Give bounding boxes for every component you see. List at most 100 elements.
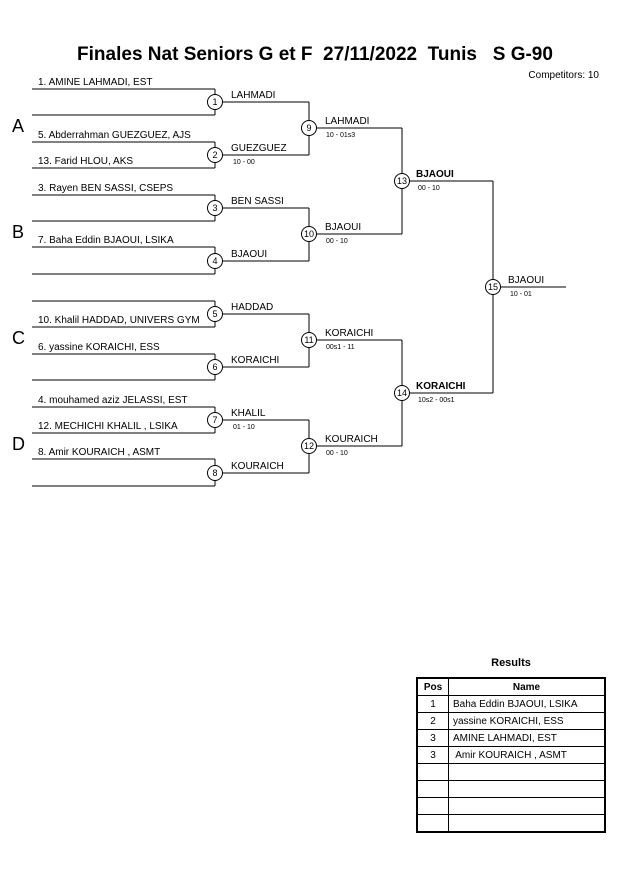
match-score: 10 - 01 (510, 291, 532, 298)
match-winner: LAHMADI (231, 90, 275, 101)
table-row (416, 814, 606, 833)
result-name: Baha Eddin BJAOUI, LSIKA (448, 695, 606, 713)
pool-label-c: C (12, 328, 25, 348)
result-name (448, 814, 606, 833)
svg-text:6: 6 (212, 362, 217, 372)
result-pos: 2 (416, 712, 449, 730)
svg-text:1: 1 (212, 97, 217, 107)
match-winner: BJAOUI (325, 222, 361, 233)
match-number-badge: 2 (207, 147, 223, 163)
match-score: 00s1 - 11 (326, 344, 355, 351)
match-number-badge: 13 (394, 173, 410, 189)
svg-text:4: 4 (212, 256, 217, 266)
entry-name: 1. AMINE LAHMADI, EST (38, 77, 152, 88)
results-col-pos: Pos (416, 677, 449, 696)
svg-text:10: 10 (304, 229, 314, 239)
result-name: yassine KORAICHI, ESS (448, 712, 606, 730)
match-winner: BJAOUI (508, 275, 544, 286)
entry-name: 4. mouhamed aziz JELASSI, EST (38, 395, 188, 406)
match-score: 10s2 - 00s1 (418, 397, 455, 404)
match-winner: HADDAD (231, 302, 273, 313)
match-number-badge: 10 (301, 226, 317, 242)
entry-name: 13. Farid HLOU, AKS (38, 156, 133, 167)
match-winner: BEN SASSI (231, 196, 284, 207)
entry-name: 7. Baha Eddin BJAOUI, LSIKA (38, 235, 174, 246)
svg-text:15: 15 (488, 282, 498, 292)
svg-text:8: 8 (212, 468, 217, 478)
match-number-badge: 14 (394, 385, 410, 401)
svg-text:11: 11 (304, 335, 313, 345)
svg-text:12: 12 (304, 441, 314, 451)
entry-name: 5. Abderrahman GUEZGUEZ, AJS (38, 130, 191, 141)
entry-name: 3. Rayen BEN SASSI, CSEPS (38, 183, 173, 194)
match-score: 00 - 10 (326, 450, 348, 457)
match-number-badge: 1 (207, 94, 223, 110)
match-number-badge: 15 (485, 279, 501, 295)
svg-text:9: 9 (306, 123, 311, 133)
result-name (448, 780, 606, 798)
match-score: 00 - 10 (418, 185, 440, 192)
pool-label-d: D (12, 434, 25, 454)
result-name: Amir KOURAICH , ASMT (448, 746, 606, 764)
entry-name: 6. yassine KORAICHI, ESS (38, 342, 160, 353)
match-number-badge: 11 (301, 332, 317, 348)
match-winner: KORAICHI (416, 381, 466, 392)
entry-name: 8. Amir KOURAICH , ASMT (38, 447, 160, 458)
match-number-badge: 8 (207, 465, 223, 481)
entry-name: 10. Khalil HADDAD, UNIVERS GYM (38, 315, 200, 326)
result-name (448, 763, 606, 781)
result-name: AMINE LAHMADI, EST (448, 729, 606, 747)
result-name (448, 797, 606, 815)
competitors-count: Competitors: 10 (528, 70, 599, 81)
match-winner: BJAOUI (231, 249, 267, 260)
match-number-badge: 9 (301, 120, 317, 136)
match-score: 10 - 01s3 (326, 132, 355, 139)
match-number-badge: 6 (207, 359, 223, 375)
match-number-badge: 12 (301, 438, 317, 454)
result-pos: 1 (416, 695, 449, 713)
table-row (416, 780, 606, 798)
pool-label-b: B (12, 222, 25, 242)
match-score: 10 - 00 (233, 159, 255, 166)
results-col-name: Name (448, 677, 606, 696)
svg-text:5: 5 (212, 309, 217, 319)
match-winner: KORAICHI (325, 328, 373, 339)
match-winner: KHALIL (231, 408, 266, 419)
table-row (416, 763, 606, 781)
svg-text:13: 13 (397, 176, 407, 186)
svg-text:14: 14 (397, 388, 407, 398)
result-pos (416, 814, 449, 833)
match-score: 00 - 10 (326, 238, 348, 245)
results-title: Results (491, 657, 531, 669)
match-winner: KORAICHI (231, 355, 279, 366)
table-row (416, 797, 606, 815)
match-winner: KOURAICH (325, 434, 378, 445)
match-number-badge: 5 (207, 306, 223, 322)
result-pos: 3 (416, 746, 449, 764)
result-pos (416, 780, 449, 798)
match-number-badge: 3 (207, 200, 223, 216)
match-score: 01 - 10 (233, 424, 255, 431)
match-winner: BJAOUI (416, 169, 454, 180)
result-pos (416, 763, 449, 781)
svg-text:7: 7 (212, 415, 217, 425)
svg-text:3: 3 (212, 203, 217, 213)
table-row: 3 Amir KOURAICH , ASMT (416, 746, 606, 764)
svg-text:2: 2 (212, 150, 217, 160)
match-winner: GUEZGUEZ (231, 143, 287, 154)
match-number-badge: 4 (207, 253, 223, 269)
match-winner: LAHMADI (325, 116, 369, 127)
entry-name: 12. MECHICHI KHALIL , LSIKA (38, 421, 178, 432)
results-header-row: Pos Name (416, 677, 606, 696)
pool-label-a: A (12, 116, 25, 136)
page-title: Finales Nat Seniors G et F 27/11/2022 Tu… (77, 44, 553, 65)
match-winner: KOURAICH (231, 461, 284, 472)
result-pos: 3 (416, 729, 449, 747)
match-number-badge: 7 (207, 412, 223, 428)
result-pos (416, 797, 449, 815)
